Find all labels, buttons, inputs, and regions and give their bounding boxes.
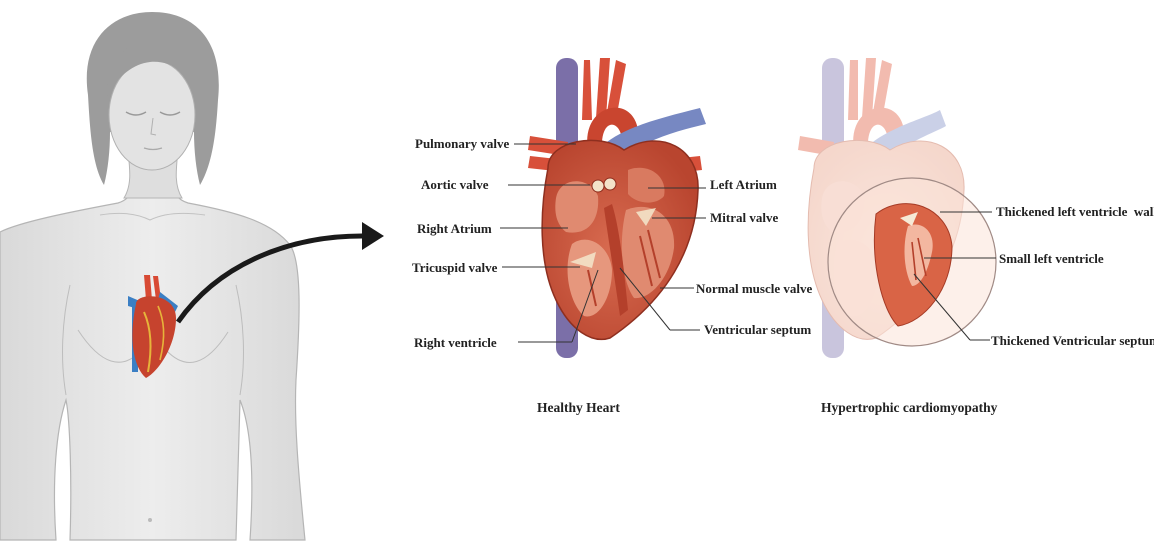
woman-figure <box>0 12 305 540</box>
label-ventricular-septum: Ventricular septum <box>704 323 811 336</box>
label-tricuspid-valve: Tricuspid valve <box>412 261 497 274</box>
label-right-ventricle: Right ventricle <box>414 336 497 349</box>
label-pulmonary-valve: Pulmonary valve <box>415 137 509 150</box>
label-mitral-valve: Mitral valve <box>710 211 778 224</box>
label-aortic-valve: Aortic valve <box>421 178 489 191</box>
face <box>109 60 195 170</box>
label-normal-muscle-valve: Normal muscle valve <box>696 282 812 295</box>
hcm-heart-illustration <box>798 58 996 358</box>
label-thickened-lv-wall: Thickened left ventricle wall <box>996 205 1154 218</box>
label-left-atrium: Left Atrium <box>710 178 777 191</box>
navel <box>148 518 152 522</box>
healthy-heart-illustration <box>528 58 706 358</box>
caption-healthy-heart: Healthy Heart <box>537 401 620 415</box>
label-thickened-septum: Thickened Ventricular septum <box>991 334 1154 347</box>
label-small-lv: Small left ventricle <box>999 252 1104 265</box>
caption-hcm: Hypertrophic cardiomyopathy <box>821 401 997 415</box>
label-right-atrium: Right Atrium <box>417 222 492 235</box>
